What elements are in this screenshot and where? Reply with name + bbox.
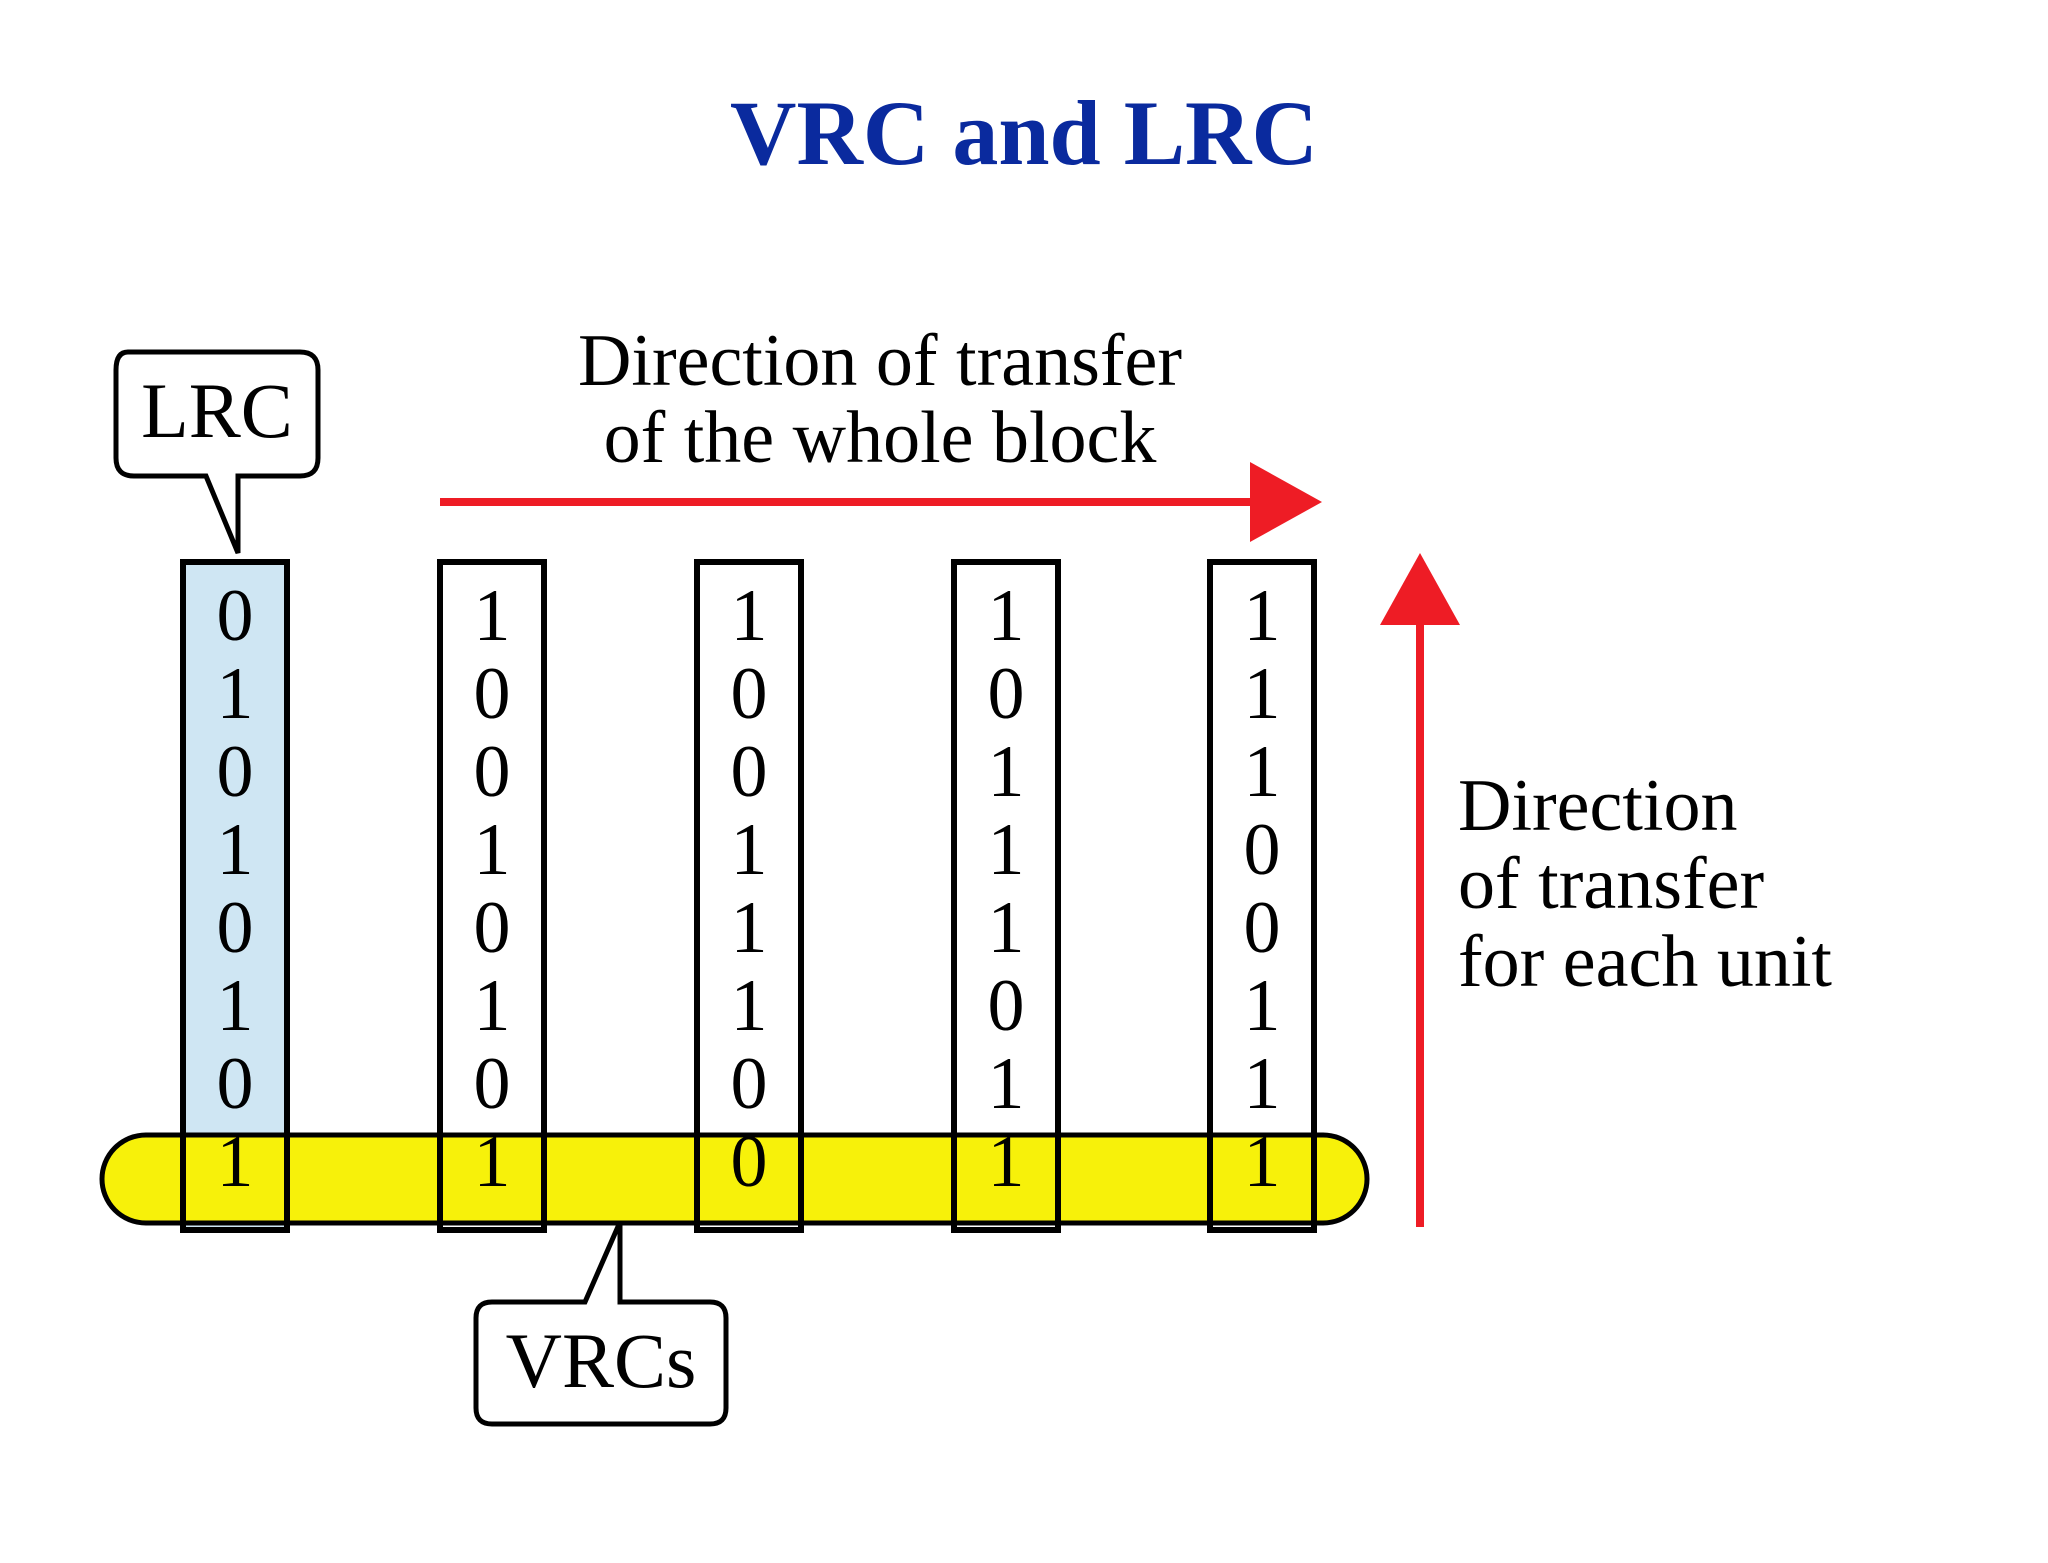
- bit: 0: [474, 731, 511, 813]
- data-unit-column: [697, 562, 801, 1230]
- vrcs-callout: VRCs: [473, 1220, 729, 1427]
- lrc-callout: LRC: [113, 349, 321, 554]
- vrcs-label: VRCs: [506, 1317, 697, 1404]
- bit: 0: [731, 653, 768, 735]
- data-unit-column-outline: [694, 559, 804, 1233]
- vrc-bit: 1: [988, 1121, 1025, 1203]
- vrc-highlight-pill: [99, 1132, 1370, 1226]
- data-unit-column: [954, 562, 1058, 1230]
- unit-direction-line-3: for each unit: [1458, 921, 1832, 1003]
- bit: 1: [988, 809, 1025, 891]
- bit: 1: [988, 731, 1025, 813]
- lrc-column-outline: [180, 559, 290, 1233]
- unit-direction-line-2: of transfer: [1458, 843, 1764, 925]
- bit: 0: [217, 575, 254, 657]
- bit: 1: [217, 809, 254, 891]
- bit: 1: [217, 653, 254, 735]
- lrc-callout-bubble: [113, 349, 321, 554]
- bit: 1: [217, 965, 254, 1047]
- vrc-bit: 0: [731, 1121, 768, 1203]
- unit-column-outlines: [180, 559, 1317, 1233]
- block-direction-arrow: [440, 462, 1322, 542]
- bit: 1: [474, 809, 511, 891]
- bit: 1: [731, 809, 768, 891]
- bit: 0: [474, 887, 511, 969]
- data-unit-column-outline: [951, 559, 1061, 1233]
- bit: 1: [988, 887, 1025, 969]
- page-title: VRC and LRC: [730, 82, 1318, 184]
- data-unit-column: [1210, 562, 1314, 1230]
- lrc-column: [183, 562, 287, 1230]
- unit-direction-line-1: Direction: [1458, 765, 1737, 847]
- data-unit-column-outline: [437, 559, 547, 1233]
- bit: 0: [217, 731, 254, 813]
- bit: 0: [988, 965, 1025, 1047]
- bit: 1: [1244, 575, 1281, 657]
- vrc-bit: 1: [474, 1121, 511, 1203]
- bit: 1: [1244, 731, 1281, 813]
- bit: 0: [731, 731, 768, 813]
- data-unit-column-outline: [1207, 559, 1317, 1233]
- vrcs-callout-bubble: [473, 1220, 729, 1427]
- bit: 1: [731, 887, 768, 969]
- block-direction-line-2: of the whole block: [604, 397, 1157, 479]
- bit: 1: [474, 965, 511, 1047]
- bit: 1: [1244, 653, 1281, 735]
- bit: 0: [1244, 809, 1281, 891]
- unit-columns: [183, 562, 1314, 1230]
- bit: 0: [988, 653, 1025, 735]
- bit: 0: [1244, 887, 1281, 969]
- bit: 0: [474, 1043, 511, 1125]
- bit: 1: [988, 1043, 1025, 1125]
- bit: 0: [217, 1043, 254, 1125]
- lrc-label: LRC: [141, 367, 293, 454]
- unit-direction-arrow: [1380, 553, 1460, 1227]
- bit: 1: [1244, 965, 1281, 1047]
- vrc-bit: 1: [217, 1121, 254, 1203]
- bit: 0: [217, 887, 254, 969]
- vrc-bit: 1: [1244, 1121, 1281, 1203]
- bit: 1: [731, 575, 768, 657]
- bit: 1: [731, 965, 768, 1047]
- block-direction-line-1: Direction of transfer: [578, 320, 1182, 402]
- bit: 0: [731, 1043, 768, 1125]
- bit: 0: [474, 653, 511, 735]
- data-unit-column: [440, 562, 544, 1230]
- bit: 1: [474, 575, 511, 657]
- bit: 1: [1244, 1043, 1281, 1125]
- bit: 1: [988, 575, 1025, 657]
